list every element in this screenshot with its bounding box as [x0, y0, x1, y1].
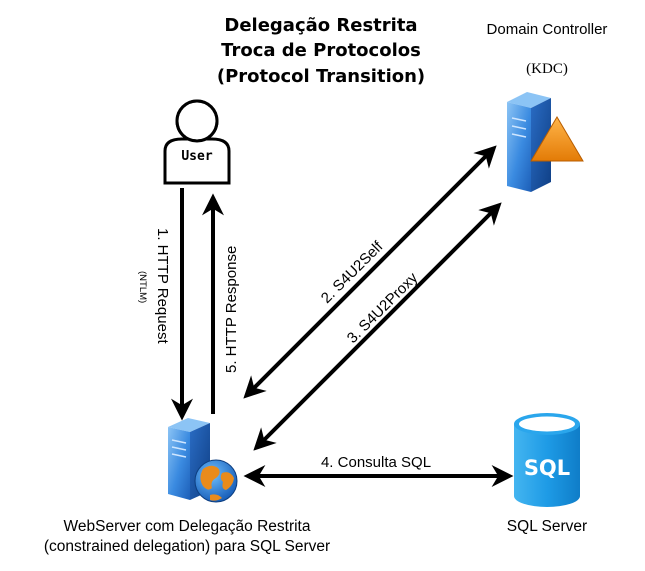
title-line-2: Troca de Protocolos	[221, 40, 421, 61]
domain-controller-label: Domain Controller	[487, 21, 608, 38]
ntlm-label: (NTLM)	[137, 271, 148, 303]
s4u2proxy-arrow	[253, 202, 502, 451]
diagram-title: Delegação Restrita Troca de Protocolos (…	[217, 15, 425, 87]
sql-icon-text: SQL	[524, 456, 570, 480]
http-response-label: 5. HTTP Response	[223, 246, 240, 373]
server-warning-icon	[507, 92, 584, 192]
webserver-label-line-1: WebServer com Delegação Restrita	[64, 518, 311, 535]
web-server-globe-icon	[168, 418, 238, 503]
webserver-label-line-2: (constrained delegation) para SQL Server	[44, 538, 330, 555]
consulta-sql-label: 4. Consulta SQL	[321, 454, 431, 471]
user-label: User	[181, 149, 212, 164]
http-request-label: 1. HTTP Request	[154, 228, 171, 344]
s4u2self-label: 2. S4U2Self	[318, 238, 387, 307]
s4u2self-arrow	[243, 145, 497, 399]
title-line-3: (Protocol Transition)	[217, 66, 425, 87]
user-icon: User	[163, 99, 231, 185]
kdc-label: (KDC)	[526, 61, 568, 77]
database-icon: SQL	[514, 413, 580, 507]
title-line-1: Delegação Restrita	[224, 15, 417, 36]
sql-server-label: SQL Server	[507, 518, 587, 535]
